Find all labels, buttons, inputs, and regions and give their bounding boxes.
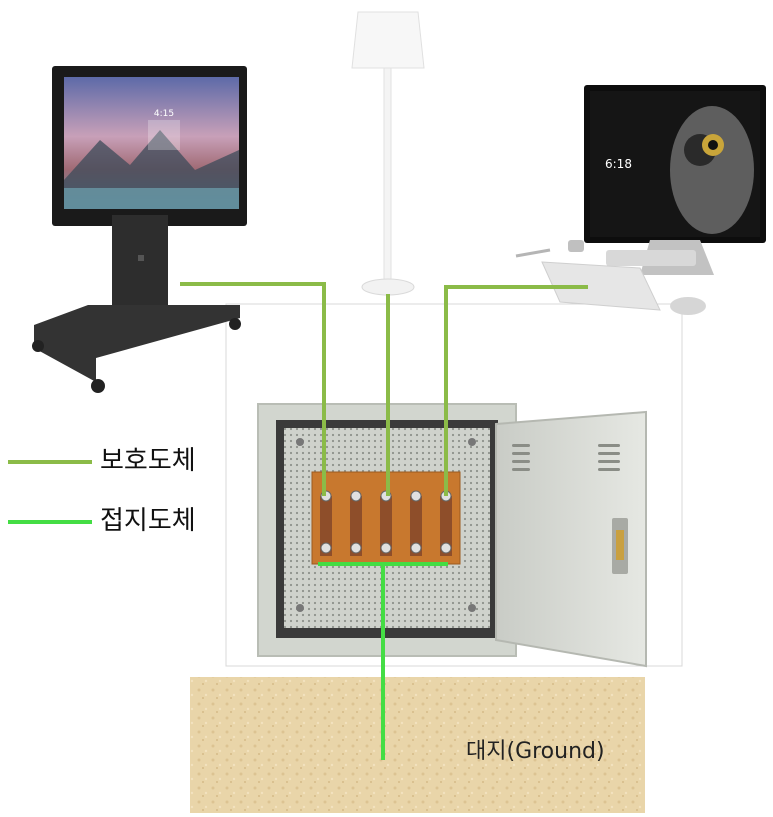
floor-lamp — [351, 11, 425, 296]
pc-time: 6:18 — [605, 157, 632, 171]
earthing-conductor — [318, 562, 448, 760]
desktop-computer: 6:18 — [515, 85, 766, 315]
cabinet-frame — [225, 303, 683, 667]
legend-label-earthing: 접지도체 — [100, 506, 196, 536]
tv-time: 4:15 — [154, 109, 174, 119]
ground-label: 대지(Ground) — [466, 739, 605, 764]
protective-conductor-tv — [180, 282, 326, 496]
cabinet-door — [495, 410, 647, 668]
protective-conductors — [180, 282, 588, 496]
protective-conductor-pc — [444, 285, 588, 496]
tv-on-stand: 4:15 — [32, 66, 247, 393]
ground-earth — [190, 677, 645, 813]
legend-label-protective: 보호도체 — [100, 446, 196, 476]
